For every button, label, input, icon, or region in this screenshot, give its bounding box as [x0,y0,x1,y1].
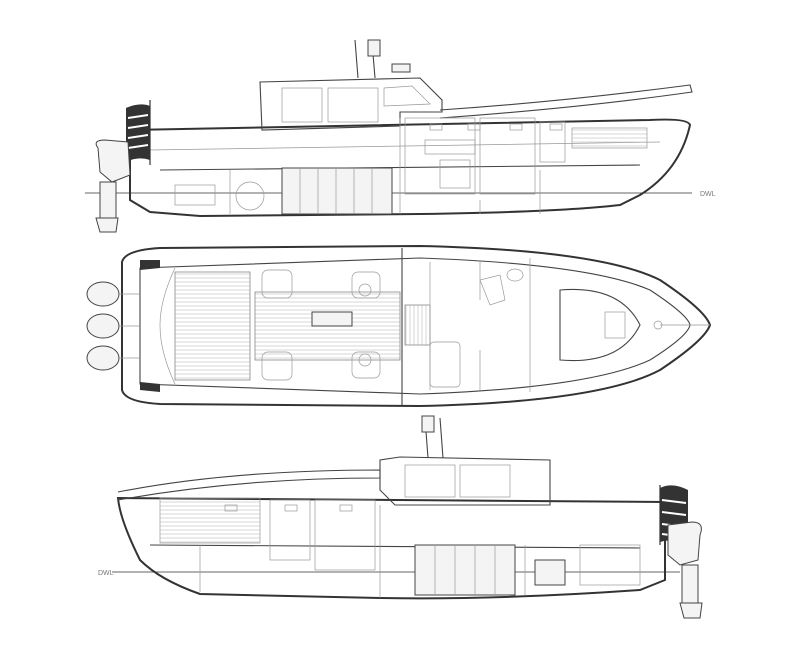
outboard-engine [667,521,703,619]
profile-view-top: DWL [85,39,716,233]
hull [116,496,666,600]
hardtop [259,77,443,131]
hull [129,118,692,218]
outboard-engines [86,281,140,371]
v-berth [559,288,641,362]
engine-room [281,167,393,215]
profile-view-bottom: DWL [98,415,703,619]
waterline-label: DWL [700,191,716,198]
outboard-engine [95,139,131,233]
cockpit-deck [174,271,251,381]
engine-room [414,544,516,596]
waterline-label: DWL [98,570,114,577]
hardtop [379,456,551,506]
bow-rail [117,469,381,501]
bow-rail [439,84,693,119]
deck-plan-view [86,244,712,408]
flag [126,100,151,165]
